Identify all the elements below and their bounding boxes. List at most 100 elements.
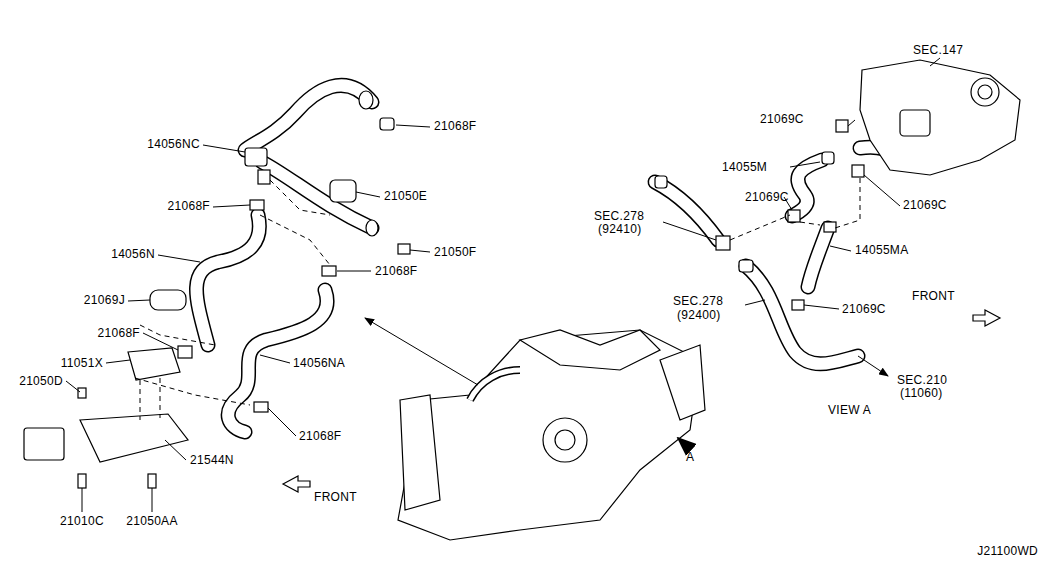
drawing-part (128, 300, 150, 301)
drawing-part (158, 255, 200, 262)
drawing-part (140, 380, 141, 420)
drawing-part (836, 120, 848, 132)
drawing-part (356, 192, 380, 197)
drawing-part (520, 330, 660, 370)
drawing-part (245, 148, 267, 166)
part-label: SEC.210 (897, 373, 947, 387)
drawing-part (268, 408, 296, 436)
part-shapes (24, 60, 1020, 540)
part-label: SEC.278 (594, 209, 644, 223)
part-label: (11060) (900, 386, 943, 400)
drawing-part (804, 305, 839, 309)
drawing-part (848, 120, 855, 126)
drawing-part (245, 85, 372, 150)
drawing-part (337, 271, 371, 272)
part-label: 14055M (722, 160, 767, 174)
part-label: 14056N (111, 247, 155, 261)
drawing-part (978, 85, 992, 99)
drawing-part (792, 160, 822, 216)
drawing-part (660, 345, 705, 420)
drawing-part (396, 125, 430, 127)
drawing-part (792, 160, 822, 216)
drawing-part (398, 330, 700, 540)
part-label: SEC.147 (913, 43, 963, 57)
drawing-part (788, 210, 800, 222)
drawing-part (858, 356, 888, 376)
part-label: 21068F (299, 429, 342, 443)
part-label: 14056NA (293, 356, 345, 370)
drawing-part (366, 220, 378, 236)
drawing-part (260, 355, 290, 363)
dashed-lines (135, 178, 860, 420)
drawing-part (152, 488, 153, 512)
drawing-part (822, 152, 834, 164)
part-label: (92410) (598, 222, 641, 236)
part-label: J21100WD (977, 544, 1038, 558)
drawing-part (270, 180, 330, 215)
part-label: 21069C (760, 112, 804, 126)
drawing-part (262, 162, 372, 228)
drawing-part (80, 414, 188, 462)
drawing-part (258, 170, 270, 184)
drawing-part (555, 430, 575, 450)
drawing-part (250, 200, 264, 210)
drawing-part (82, 488, 83, 512)
drawing-part (135, 378, 250, 405)
part-label: SEC.278 (673, 294, 723, 308)
part-label: VIEW A (828, 403, 871, 417)
drawing-part (148, 474, 156, 488)
drawing-part (860, 60, 1020, 175)
drawing-part (852, 165, 864, 177)
drawing-part (398, 244, 410, 254)
drawing-part (197, 215, 260, 345)
drawing-part (930, 58, 940, 66)
part-label: 21069C (903, 198, 947, 212)
part-label: 21069J (84, 293, 125, 307)
drawing-part (655, 176, 667, 188)
drawing-part (745, 300, 765, 305)
drawing-part (746, 266, 858, 364)
drawing-part (792, 300, 804, 310)
part-label: 14056NC (147, 137, 200, 151)
part-label: (92400) (677, 308, 720, 322)
part-label: FRONT (314, 490, 357, 504)
drawing-part (106, 360, 130, 363)
drawing-part (178, 346, 192, 358)
drawing-part (973, 310, 1000, 326)
part-label: 21068F (168, 199, 211, 213)
part-label: 21544N (190, 453, 234, 467)
drawing-part (197, 215, 260, 345)
drawing-part (128, 348, 180, 380)
part-label: 21068F (375, 264, 418, 278)
drawing-part (678, 438, 688, 447)
part-label: 21010C (60, 514, 104, 528)
drawing-part (864, 175, 900, 206)
part-label: 21050F (434, 245, 477, 259)
leader-lines (66, 58, 940, 512)
drawing-part (78, 388, 86, 398)
drawing-part (900, 110, 930, 136)
drawing-part (330, 180, 356, 202)
part-label: 21050D (19, 374, 63, 388)
drawing-part (365, 318, 478, 385)
part-label: 21069C (842, 302, 886, 316)
part-label: 21068F (434, 119, 477, 133)
drawing-part (213, 205, 250, 207)
drawing-part (808, 228, 828, 287)
drawing-part (380, 118, 394, 130)
drawing-part (971, 78, 999, 106)
drawing-part (663, 222, 716, 240)
drawing-part (245, 85, 372, 150)
drawing-part (716, 236, 730, 250)
part-label: 21069C (745, 190, 789, 204)
drawing-part (830, 246, 851, 251)
front-arrows (283, 310, 1000, 492)
part-label: 11051X (61, 356, 103, 370)
drawing-part (165, 440, 186, 460)
drawing-part (322, 266, 336, 276)
part-label: FRONT (912, 289, 955, 303)
drawing-part (824, 222, 836, 232)
drawing-part (24, 428, 64, 460)
